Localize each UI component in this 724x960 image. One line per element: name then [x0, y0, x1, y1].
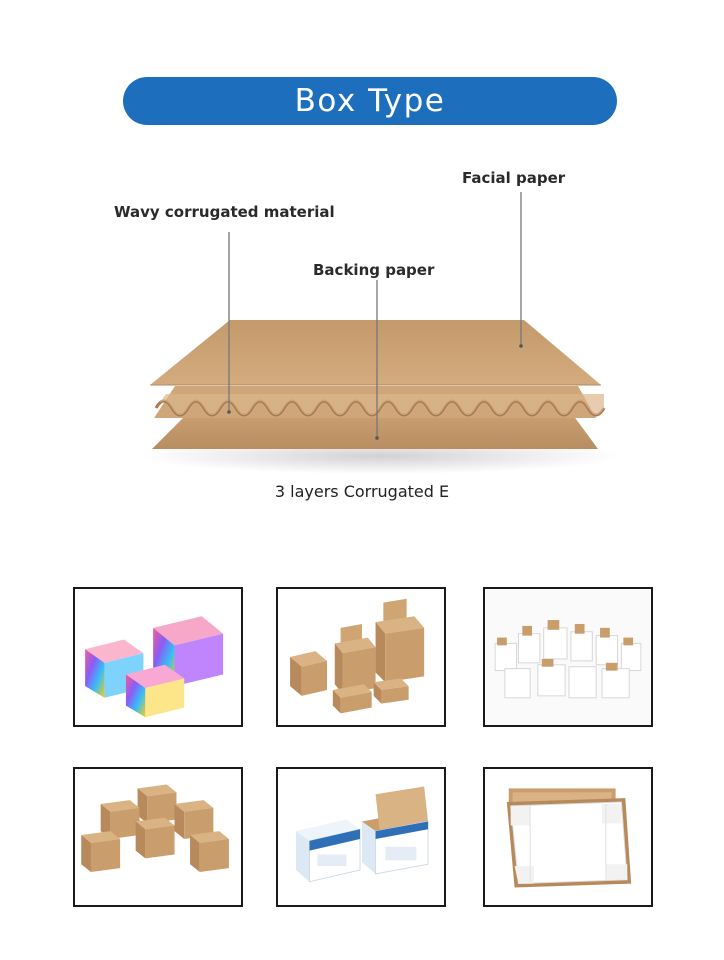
white-folding-boxes-image — [485, 589, 651, 725]
label-wavy-corrugated: Wavy corrugated material — [114, 203, 335, 221]
kraft-mailer-boxes-image — [290, 598, 425, 714]
kraft-stacked-boxes-image — [81, 784, 229, 872]
gallery-item-flat-die-cut-boxes[interactable] — [483, 767, 653, 907]
gallery-item-holographic-boxes[interactable] — [73, 587, 243, 727]
title-banner: Box Type — [123, 77, 617, 125]
gallery-item-kraft-stacked-boxes[interactable] — [73, 767, 243, 907]
facial-sheet — [150, 320, 601, 385]
diagram-caption: 3 layers Corrugated E — [274, 482, 450, 501]
label-backing-paper: Backing paper — [313, 261, 435, 279]
backing-sheet — [152, 415, 598, 449]
printed-product-boxes-image — [295, 786, 429, 883]
gallery-item-white-folding-boxes[interactable] — [483, 587, 653, 727]
gallery-item-kraft-mailer-boxes[interactable] — [276, 587, 446, 727]
page-title: Box Type — [294, 83, 446, 119]
corrugated-layer-diagram: Facial paper Wavy corrugated material Ba… — [0, 150, 724, 530]
holographic-boxes-image — [85, 616, 224, 718]
gallery-item-printed-product-boxes[interactable] — [276, 767, 446, 907]
flat-die-cut-boxes-image — [506, 788, 632, 888]
label-facial-paper: Facial paper — [462, 169, 566, 187]
corrugated-layers-illustration — [140, 192, 620, 474]
